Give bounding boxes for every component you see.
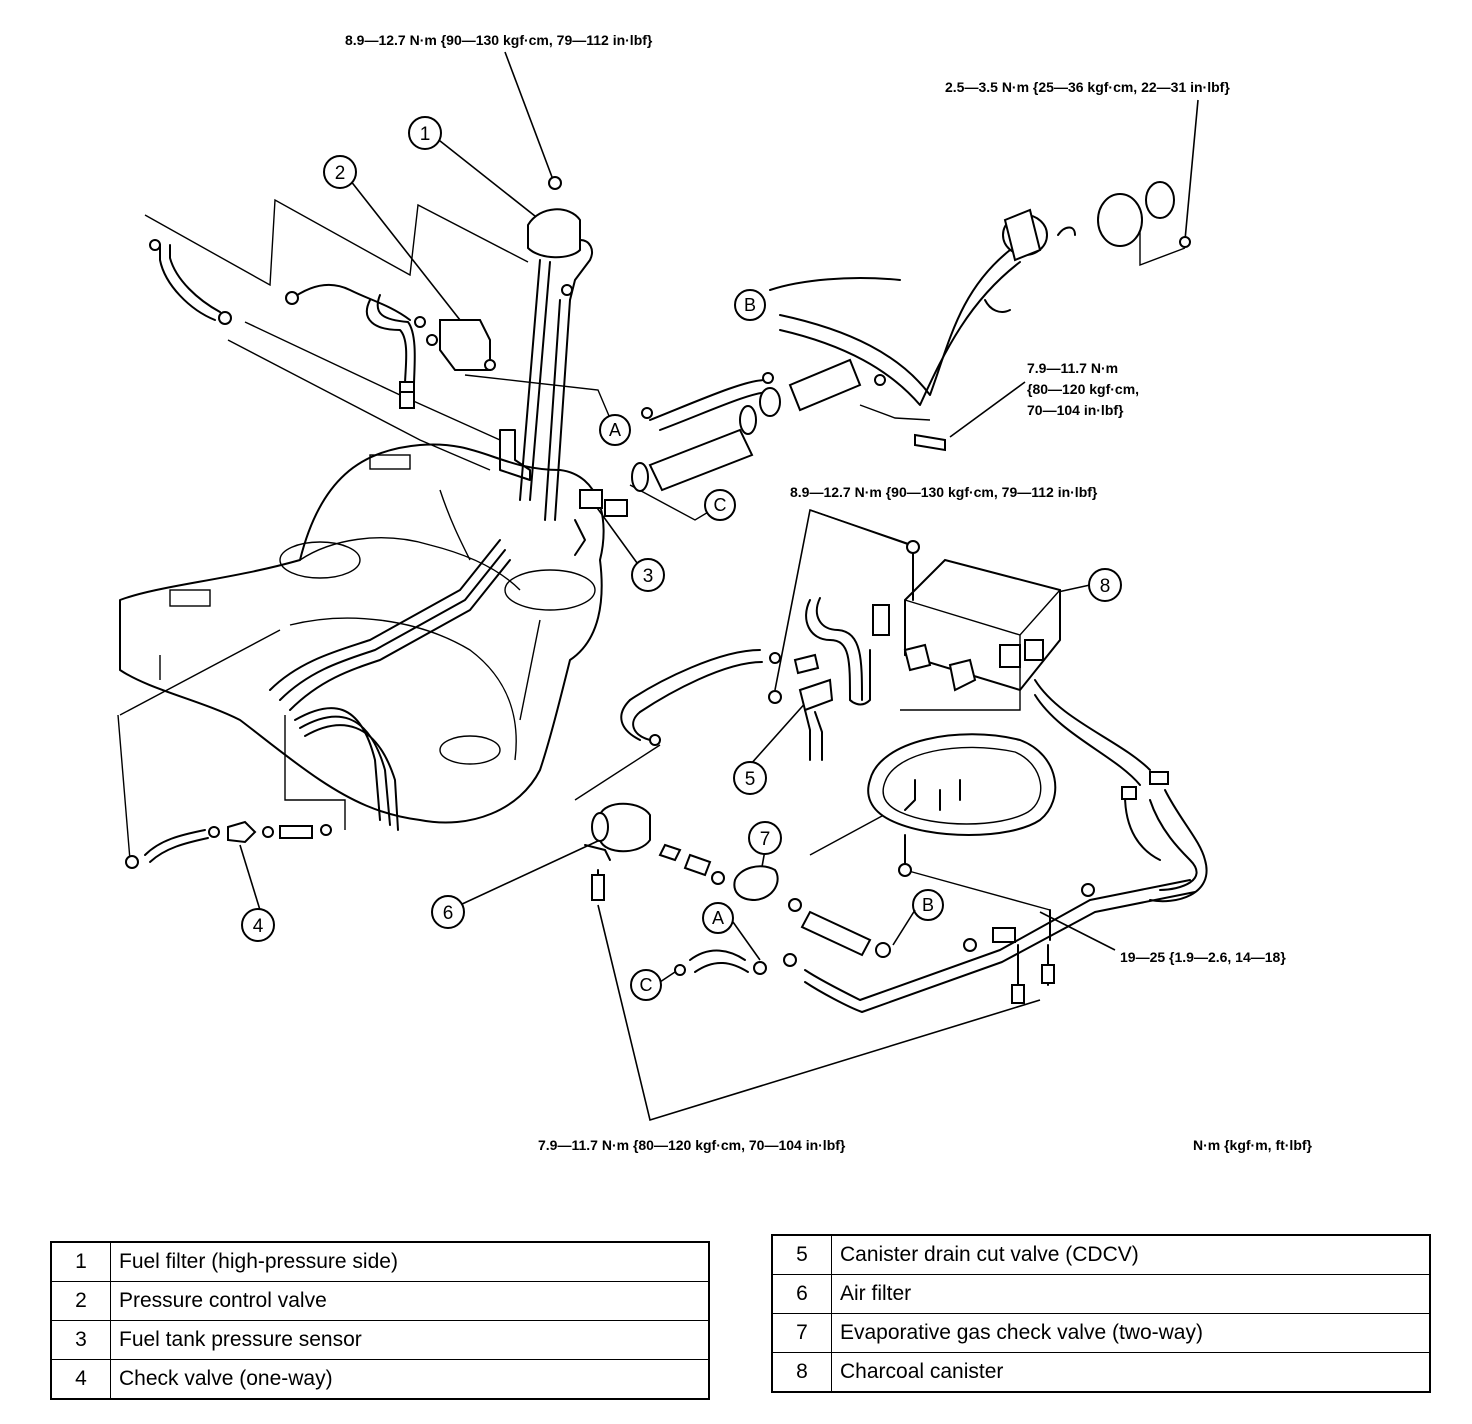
torque-label-filler-pipe-2: {80—120 kgf·cm, xyxy=(1027,381,1139,397)
torque-label-canister: 8.9—12.7 N·m {90—130 kgf·cm, 79—112 in·l… xyxy=(790,484,1098,500)
legend-label: Pressure control valve xyxy=(110,1281,710,1321)
callout-6: 6 xyxy=(431,895,465,929)
callout-5-number: 5 xyxy=(745,769,756,790)
legend-number: 5 xyxy=(771,1234,832,1275)
callout-4-number: 4 xyxy=(253,916,264,937)
callout-2-number: 2 xyxy=(335,163,346,184)
fuel-tank xyxy=(119,443,605,824)
callout-6-number: 6 xyxy=(443,903,454,924)
legend-label: Canister drain cut valve (CDCV) xyxy=(831,1234,1431,1275)
legend-row: 5 Canister drain cut valve (CDCV) xyxy=(771,1234,1431,1275)
ref-a-lower-letter: A xyxy=(712,908,724,928)
legend-row: 3 Fuel tank pressure sensor xyxy=(50,1320,710,1360)
ref-c-lower-letter: C xyxy=(640,975,653,995)
callout-3-number: 3 xyxy=(643,566,654,587)
legend-label: Check valve (one-way) xyxy=(110,1359,710,1400)
ref-a-lower: A xyxy=(702,902,734,934)
filler-pipe xyxy=(631,181,1191,492)
legend-number: 7 xyxy=(771,1313,832,1353)
ref-c-lower: C xyxy=(630,969,662,1001)
torque-label-air-filter: 7.9—11.7 N·m {80—120 kgf·cm, 70—104 in·l… xyxy=(538,1137,846,1153)
callout-8-number: 8 xyxy=(1100,576,1111,597)
ref-c-upper-letter: C xyxy=(714,495,727,515)
tank-fuel-lines xyxy=(269,489,511,831)
legend-label: Air filter xyxy=(831,1274,1431,1314)
legend-number: 2 xyxy=(50,1281,111,1321)
callout-1-number: 1 xyxy=(420,124,431,145)
ref-b-upper: B xyxy=(734,289,766,321)
legend-row: 2 Pressure control valve xyxy=(50,1281,710,1321)
legend-row: 7 Evaporative gas check valve (two-way) xyxy=(771,1313,1431,1353)
ref-a-upper-letter: A xyxy=(609,420,621,440)
charcoal-canister xyxy=(903,540,1208,903)
ref-b-upper-letter: B xyxy=(744,295,756,315)
callout-7: 7 xyxy=(748,821,782,855)
legend-row: 1 Fuel filter (high-pressure side) xyxy=(50,1241,710,1282)
callout-2: 2 xyxy=(323,155,357,189)
check-valve-line xyxy=(125,820,332,869)
units-note: N·m {kgf·m, ft·lbf} xyxy=(1193,1137,1313,1153)
callout-5: 5 xyxy=(733,761,767,795)
callout-3: 3 xyxy=(631,558,665,592)
legend-row: 8 Charcoal canister xyxy=(771,1352,1431,1393)
legend-number: 4 xyxy=(50,1359,111,1400)
legend-row: 6 Air filter xyxy=(771,1274,1431,1314)
fuel-filter-assembly xyxy=(149,176,593,521)
callout-4: 4 xyxy=(241,908,275,942)
legend-table-right: 5 Canister drain cut valve (CDCV) 6 Air … xyxy=(771,1234,1431,1393)
ref-c-upper: C xyxy=(704,489,736,521)
callout-7-number: 7 xyxy=(760,829,771,850)
cdcv-assembly xyxy=(620,597,890,761)
ref-b-lower: B xyxy=(912,889,944,921)
legend-number: 6 xyxy=(771,1274,832,1314)
torque-label-pipe-bracket: 19—25 {1.9—2.6, 14—18} xyxy=(1120,949,1286,965)
air-filter-assembly xyxy=(584,802,1196,1013)
legend-number: 3 xyxy=(50,1320,111,1360)
callout-8: 8 xyxy=(1088,568,1122,602)
ref-b-lower-letter: B xyxy=(922,895,934,915)
pump-flange xyxy=(867,733,1057,877)
legend-label: Fuel filter (high-pressure side) xyxy=(110,1241,710,1282)
legend-row: 4 Check valve (one-way) xyxy=(50,1359,710,1400)
legend-table-left: 1 Fuel filter (high-pressure side) 2 Pre… xyxy=(50,1241,710,1400)
fuel-evap-diagram: 8.9—12.7 N·m {90—130 kgf·cm, 79—112 in·l… xyxy=(117,32,1313,1153)
torque-label-fuel-filter: 8.9—12.7 N·m {90—130 kgf·cm, 79—112 in·l… xyxy=(345,32,653,48)
torque-label-filler-pipe-3: 70—104 in·lbf} xyxy=(1027,402,1124,418)
torque-label-filler-pipe-1: 7.9—11.7 N·m xyxy=(1027,360,1118,376)
torque-label-filler-cap: 2.5—3.5 N·m {25—36 kgf·cm, 22—31 in·lbf} xyxy=(945,79,1230,95)
ref-a-upper: A xyxy=(599,414,631,446)
legend-label: Fuel tank pressure sensor xyxy=(110,1320,710,1360)
legend-label: Charcoal canister xyxy=(831,1352,1431,1393)
legend-number: 1 xyxy=(50,1241,111,1282)
legend-label: Evaporative gas check valve (two-way) xyxy=(831,1313,1431,1353)
callout-1: 1 xyxy=(408,116,442,150)
pressure-sensor xyxy=(574,489,628,556)
legend-number: 8 xyxy=(771,1352,832,1393)
